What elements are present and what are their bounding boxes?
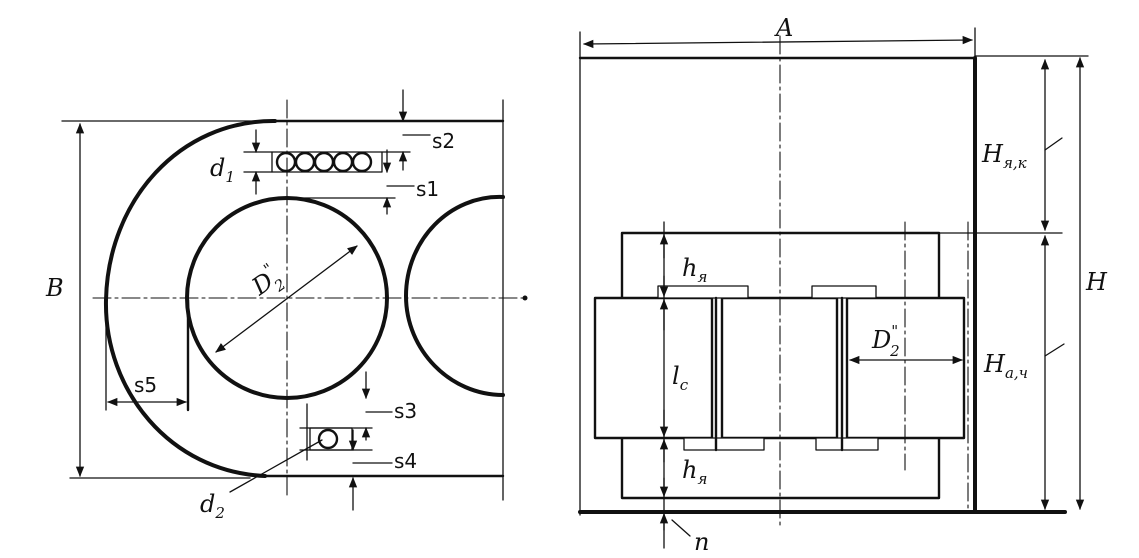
conductor-circle <box>275 151 297 173</box>
lc-label: lc <box>672 362 689 394</box>
hy-bot-label: hя <box>682 456 707 488</box>
coil-left <box>593 296 714 440</box>
lower-conductor-circle <box>317 428 339 450</box>
centerline-end-dot <box>522 295 528 301</box>
a-dimension-arrow <box>582 35 974 49</box>
h-total-label: H <box>1085 268 1108 296</box>
b-label: B <box>45 274 64 302</box>
h-ac-leader <box>1044 343 1065 357</box>
conductor-row-frame <box>271 151 383 173</box>
D2-label-right: D"2 <box>871 322 900 360</box>
n-label: п <box>694 528 709 556</box>
conductor-circle <box>351 151 373 173</box>
left-view: B d1 s2 s1 D"2 s5 s3 s4 d2 <box>45 89 528 522</box>
D2-label-left: D"2 <box>244 259 289 307</box>
s4-label: s4 <box>394 449 417 473</box>
spacer-bottom-right <box>815 437 879 451</box>
conductor-circle <box>313 151 335 173</box>
s5-label: s5 <box>134 373 157 397</box>
conductor-row <box>271 151 383 173</box>
spacer-bottom-left <box>683 437 765 451</box>
s3-label: s3 <box>394 399 417 423</box>
a-label: A <box>774 14 793 42</box>
h-yk-label: Hя,к <box>981 140 1027 172</box>
h-yk-leader <box>1044 137 1063 151</box>
conductor-circle <box>294 151 316 173</box>
s1-label: s1 <box>416 177 439 201</box>
adjacent-core-arc <box>404 194 505 397</box>
n-leader <box>671 519 691 537</box>
spacer-top <box>811 285 877 299</box>
hy-top-label: hя <box>682 254 707 286</box>
h-ac-label: Ha,ч <box>983 350 1028 382</box>
conductor-circle <box>332 151 354 173</box>
d2-label: d2 <box>200 490 225 522</box>
d2-diameter-line <box>215 245 358 353</box>
s2-label: s2 <box>432 129 455 153</box>
d2-leader <box>229 439 323 493</box>
d1-label: d1 <box>210 154 235 186</box>
right-view: A Hя,к Ha,ч H hя lc hя п D"2 <box>578 14 1108 556</box>
spacer-top-left <box>657 285 749 299</box>
